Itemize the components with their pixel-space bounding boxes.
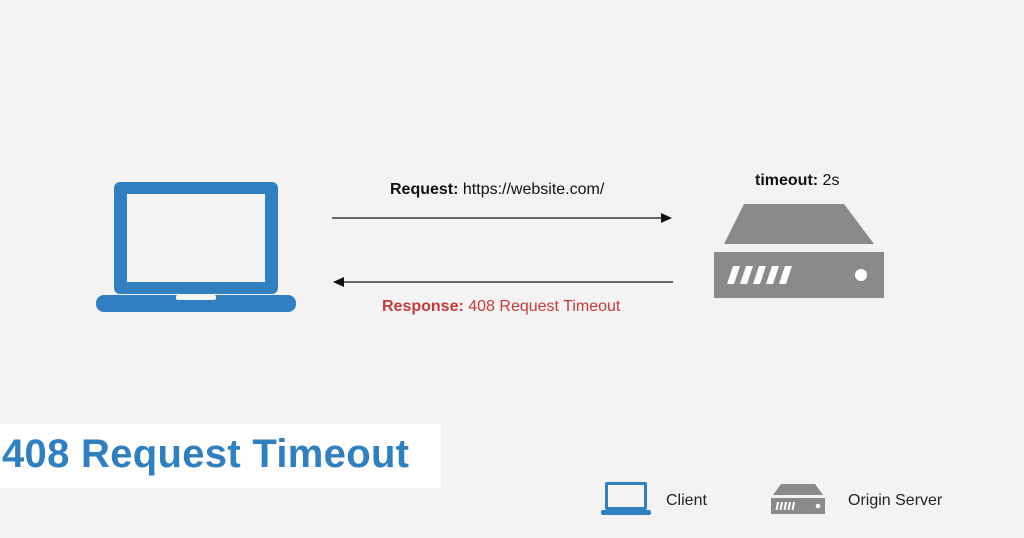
laptop-touchpad-notch [176, 295, 216, 300]
response-label: Response: 408 Request Timeout [382, 298, 620, 316]
title-banner: 408 Request Timeout [0, 424, 441, 488]
server-top [724, 204, 874, 244]
client-laptop-icon [96, 182, 296, 312]
page-title: 408 Request Timeout [2, 432, 410, 476]
origin-server-icon [714, 204, 884, 298]
legend-client-label: Client [666, 492, 707, 509]
timeout-key: timeout: [755, 172, 819, 189]
laptop-screen [127, 194, 265, 282]
request-url: https://website.com/ [458, 181, 605, 198]
response-arrow [333, 277, 673, 287]
laptop-base [96, 295, 296, 312]
server-timeout-label: timeout: 2s [755, 172, 839, 190]
response-status: 408 Request Timeout [463, 298, 621, 315]
request-arrow [332, 213, 672, 223]
legend-laptop-icon [601, 482, 651, 515]
response-key: Response: [382, 298, 464, 315]
server-led [855, 269, 867, 281]
timeout-value: 2s [818, 172, 840, 189]
request-key: Request: [390, 181, 459, 198]
legend-server-label: Origin Server [848, 492, 943, 509]
legend-server-icon [771, 484, 825, 514]
request-label: Request: https://website.com/ [390, 181, 604, 199]
